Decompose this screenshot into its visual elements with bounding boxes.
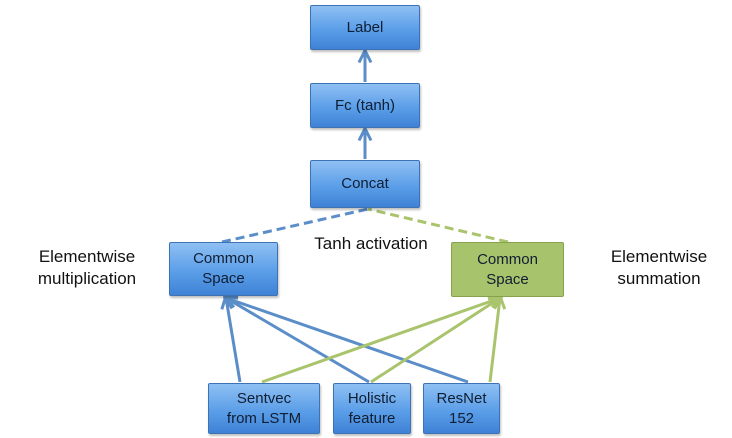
common-space-left-node: Common Space	[169, 242, 278, 296]
edge-holistic-to-common-left	[226, 298, 370, 384]
edge-resnet-to-common-right	[488, 298, 500, 383]
edge-common-right-to-concat	[367, 207, 509, 244]
fc-tanh-node: Fc (tanh)	[310, 83, 420, 128]
edge-sentvec-to-common-right	[261, 298, 500, 384]
edge-common-left-to-concat	[221, 207, 369, 244]
edge-holistic-to-common-right	[370, 298, 500, 384]
edge-resnet-to-common-left	[226, 298, 469, 384]
tanh-activation-label: Tanh activation	[314, 234, 428, 253]
edge-sentvec-to-common-left	[226, 298, 242, 383]
label-node: Label	[310, 5, 420, 50]
elementwise-multiplication-label: Elementwise multiplication	[37, 247, 137, 288]
common-space-right-node: Common Space	[451, 242, 564, 297]
holistic-feature-node: Holistic feature	[333, 383, 411, 434]
concat-node: Concat	[310, 160, 420, 208]
sentvec-node: Sentvec from LSTM	[208, 383, 320, 434]
elementwise-summation-label: Elementwise summation	[610, 247, 708, 288]
resnet-node: ResNet 152	[423, 383, 500, 434]
